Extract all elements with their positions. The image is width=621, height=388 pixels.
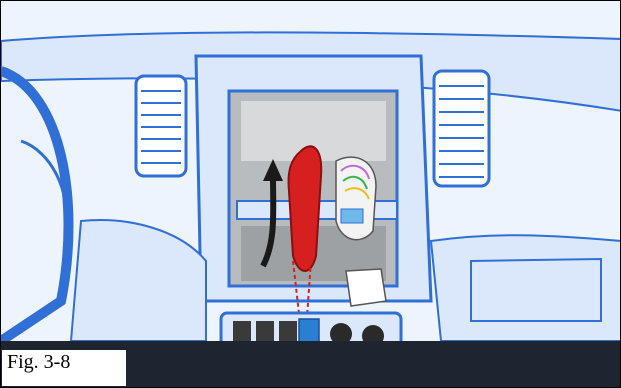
left-air-vent <box>136 76 186 176</box>
white-connector <box>346 269 386 306</box>
figure-caption: Fig. 3-8 <box>7 350 70 374</box>
glovebox-area <box>431 235 621 341</box>
right-air-vent <box>434 71 489 186</box>
red-harness <box>289 146 322 271</box>
connector-bundle <box>336 157 376 240</box>
